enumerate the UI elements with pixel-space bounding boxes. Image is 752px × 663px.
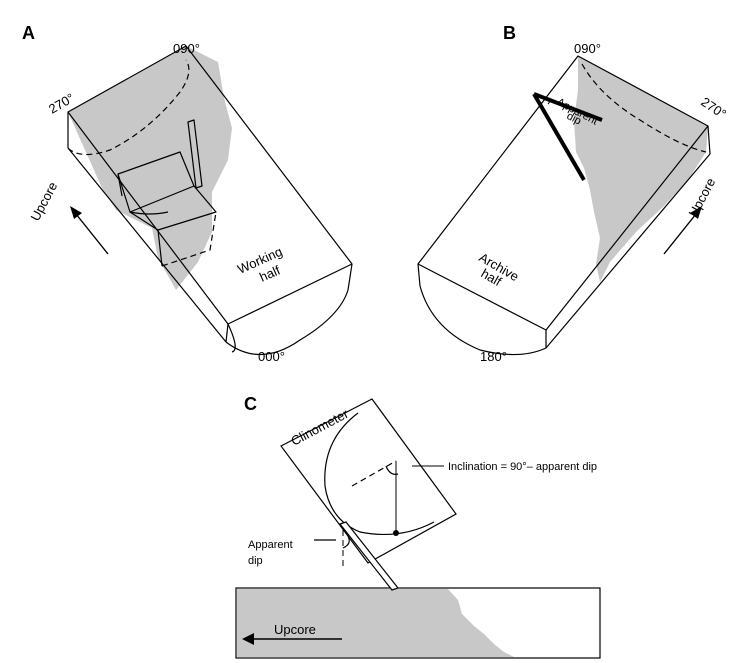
panel-b-split-face bbox=[574, 56, 708, 282]
panel-c-clinometer bbox=[280, 398, 457, 564]
panel-a-split-face bbox=[68, 46, 232, 290]
panel-a-rod bbox=[187, 119, 203, 189]
panel-c-apparent-label-2: dip bbox=[248, 555, 263, 567]
panel-c-upcore-arrow bbox=[242, 633, 342, 645]
panel-b-angle-180: 180° bbox=[480, 349, 507, 364]
panel-c-plumb-bob bbox=[393, 530, 399, 536]
panel-c-apparent-label-1: Apparent bbox=[248, 539, 293, 551]
panel-a-top-arc bbox=[67, 59, 190, 156]
panel-b: B 090° 270° 180° Apparent dip Archive ha… bbox=[417, 23, 729, 364]
panel-a-upcore-label: Upcore bbox=[27, 179, 60, 223]
panel-c: C Clinometer Inclination = 90°– apparent… bbox=[235, 394, 601, 659]
panel-a: A 270° 090° 000° Upcore Working half bbox=[22, 23, 353, 364]
panel-c-upcore-label: Upcore bbox=[274, 622, 316, 637]
panel-a-angle-090: 090° bbox=[173, 41, 200, 56]
panel-b-top-arc bbox=[581, 63, 707, 153]
panel-c-inclination-label: Inclination = 90°– apparent dip bbox=[448, 461, 597, 473]
panel-b-angle-090: 090° bbox=[574, 41, 601, 56]
panel-a-angle-000: 000° bbox=[258, 349, 285, 364]
panel-b-apparent-dip-lines bbox=[532, 92, 603, 182]
panel-c-rod bbox=[314, 521, 399, 591]
panel-a-upcore-arrow bbox=[70, 206, 109, 255]
panel-c-split-face bbox=[237, 589, 514, 657]
panel-a-bottom-arc bbox=[225, 289, 349, 356]
panel-c-letter: C bbox=[244, 394, 257, 414]
panel-b-upcore-arrow bbox=[663, 206, 702, 255]
panel-b-bottom-arc bbox=[419, 285, 547, 356]
panel-b-letter: B bbox=[503, 23, 516, 43]
panel-b-angle-270: 270° bbox=[698, 94, 729, 121]
panel-a-letter: A bbox=[22, 23, 35, 43]
